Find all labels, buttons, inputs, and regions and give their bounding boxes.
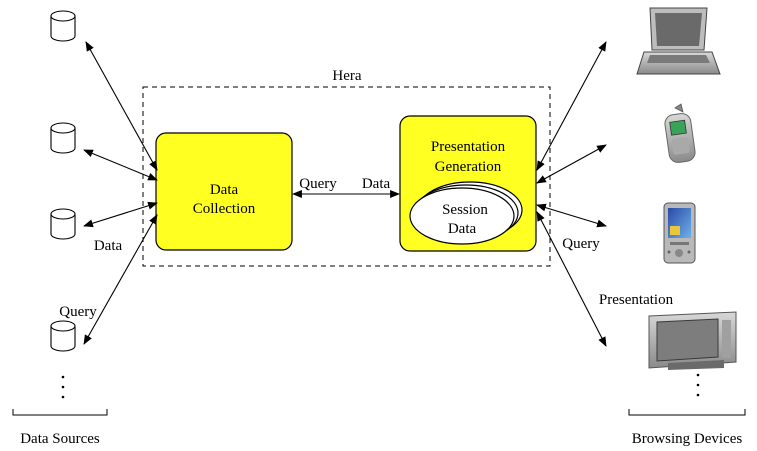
data-source-cylinder-icon: [50, 208, 76, 240]
data-collection-module: Data Collection: [155, 132, 293, 251]
browsing-devices-bracket: [628, 409, 746, 416]
data-source-cylinder-icon: [50, 320, 76, 352]
left-query-label: Query: [59, 304, 97, 320]
pda-icon: [663, 202, 696, 264]
center-query-label: Query: [299, 176, 337, 192]
data-source-cylinder-icon: [50, 10, 76, 42]
center-data-label: Data: [362, 176, 391, 192]
sources-ellipsis: [61, 375, 65, 399]
session-data-label-line1: Session: [442, 202, 488, 218]
data-collection-label-line2: Collection: [193, 201, 256, 217]
data-source-cylinder-icon: [50, 122, 76, 154]
devices-ellipsis: [696, 373, 700, 397]
data-collection-label-line1: Data: [210, 182, 239, 198]
presentation-generation-label-line1: Presentation: [431, 139, 506, 155]
session-data-label-line2: Data: [448, 221, 477, 237]
data-sources-label: Data Sources: [20, 431, 100, 447]
browsing-devices-label: Browsing Devices: [632, 431, 743, 447]
data-sources-bracket: [12, 409, 108, 416]
session-data-store: Session Data: [409, 181, 523, 245]
hera-label: Hera: [332, 68, 361, 84]
source-arrows: [83, 41, 158, 345]
mobile-phone-icon: [664, 103, 696, 163]
laptop-icon: [636, 7, 721, 75]
right-query-label: Query: [562, 236, 600, 252]
right-presentation-label: Presentation: [599, 292, 674, 308]
presentation-generation-label-line2: Generation: [435, 159, 502, 175]
left-data-label: Data: [94, 238, 123, 254]
device-arrows: [536, 41, 607, 347]
television-icon: [648, 311, 737, 370]
